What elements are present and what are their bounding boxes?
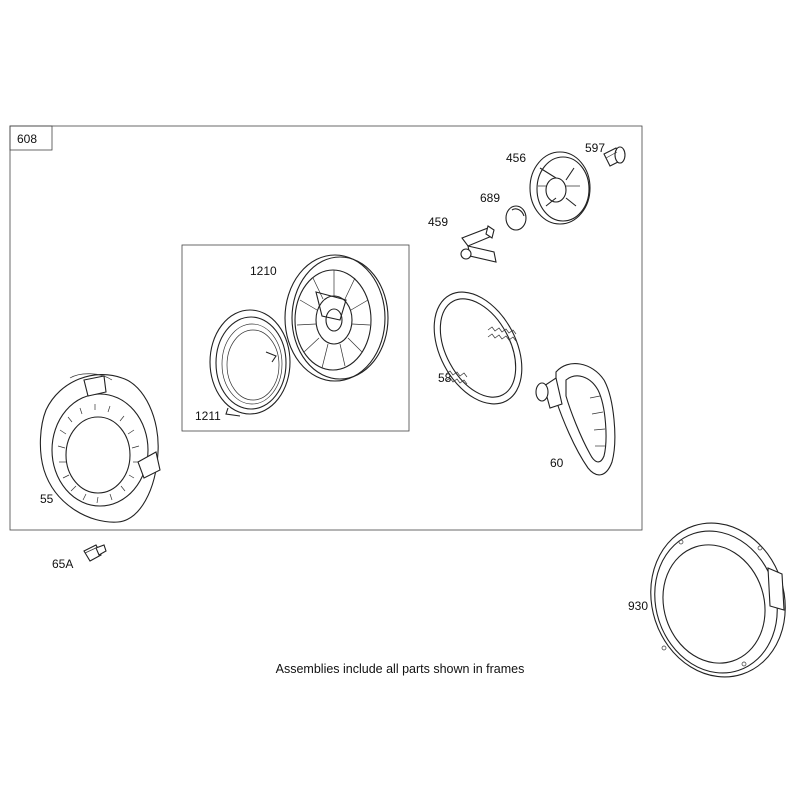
part-55-blower-cup xyxy=(39,373,161,523)
callout-1211: 1211 xyxy=(195,409,221,423)
callout-689: 689 xyxy=(480,191,500,205)
part-1211-rewind-spring xyxy=(209,309,291,417)
part-456-retainer xyxy=(529,151,591,225)
assembly-frame-608: 608 xyxy=(9,125,643,531)
frame-label-608: 608 xyxy=(17,132,37,146)
callout-60: 60 xyxy=(550,456,564,470)
callout-597: 597 xyxy=(585,141,605,155)
part-597-screw xyxy=(603,146,626,167)
callout-1210: 1210 xyxy=(250,264,277,278)
subassembly-frame xyxy=(181,244,410,432)
part-1210-pulley xyxy=(284,254,389,382)
callout-65a: 65A xyxy=(52,557,73,571)
part-65a-screw xyxy=(83,544,107,562)
part-689-clip xyxy=(505,205,527,231)
callout-459: 459 xyxy=(428,215,448,229)
diagram-caption: Assemblies include all parts shown in fr… xyxy=(275,662,525,676)
part-58-spring-ring xyxy=(433,291,523,405)
part-930-screen-ring xyxy=(650,522,786,678)
part-60-handle xyxy=(535,363,616,476)
part-459-pawl xyxy=(460,225,497,263)
callout-58: 58 xyxy=(438,371,452,385)
callout-456: 456 xyxy=(506,151,526,165)
callout-55: 55 xyxy=(40,492,54,506)
callout-930: 930 xyxy=(628,599,648,613)
